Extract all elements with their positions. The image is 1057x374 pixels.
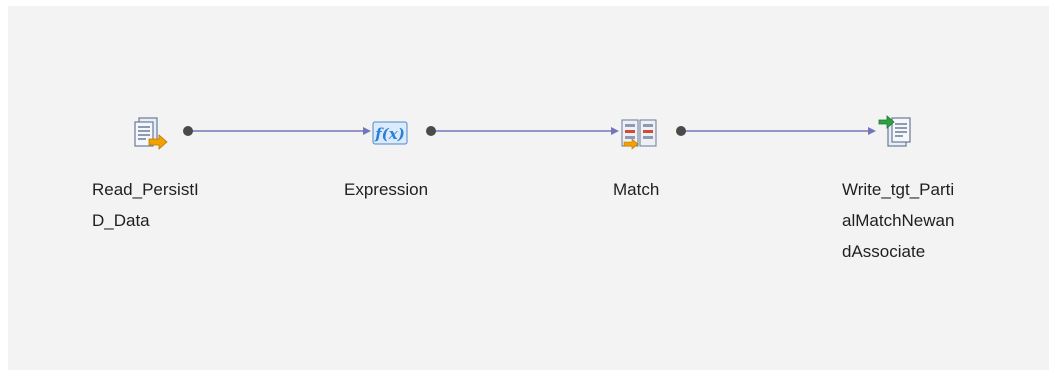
link-match-to-write[interactable]	[684, 127, 876, 135]
node-label-write: Write_tgt_PartialMatchNewandAssociate	[842, 180, 955, 261]
output-port-dot[interactable]	[183, 126, 193, 136]
link-expression-to-match[interactable]	[432, 127, 619, 135]
mapping-canvas[interactable]: Read_PersistID_Data f(x) Expression Matc…	[8, 6, 1049, 370]
node-label-read: Read_PersistID_Data	[92, 180, 199, 230]
read-source-icon	[134, 117, 168, 150]
output-port-dot[interactable]	[426, 126, 436, 136]
node-label-match: Match	[613, 180, 660, 199]
link-read-to-expression[interactable]	[190, 127, 371, 135]
write-target-icon	[878, 115, 911, 147]
output-port-dot[interactable]	[676, 126, 686, 136]
node-label-expression: Expression	[344, 180, 429, 199]
expression-fx-icon: f(x)	[372, 121, 408, 145]
match-transformation-icon	[621, 119, 657, 150]
mapping-links	[190, 127, 876, 135]
svg-text:f(x): f(x)	[374, 125, 405, 143]
